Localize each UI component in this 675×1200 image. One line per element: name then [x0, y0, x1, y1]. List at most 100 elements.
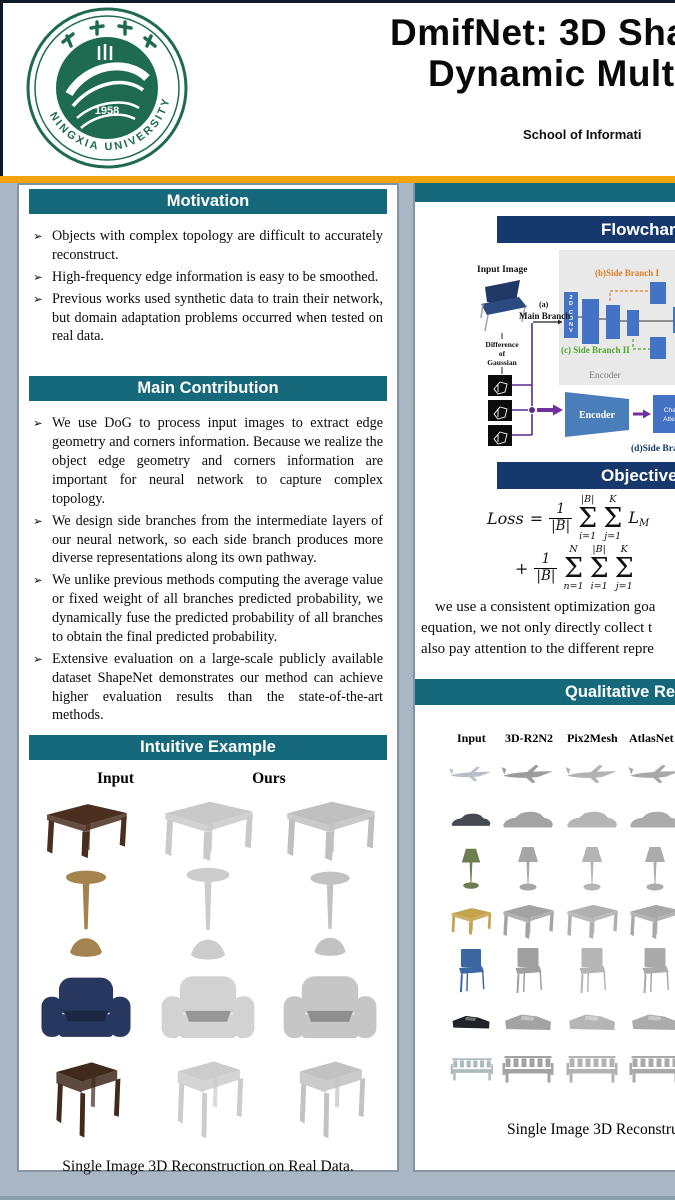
car-pred-image [627, 809, 675, 831]
example-column-labels: Input Ours [39, 770, 377, 788]
bullet-item: ➢ We use DoG to process input images to … [33, 414, 383, 508]
col-label-input: Input [457, 731, 486, 745]
motivation-bullets: ➢ Objects with complex topology are diff… [33, 227, 383, 346]
bullet-item: ➢ Objects with complex topology are diff… [33, 227, 383, 265]
example-row-pedestal [27, 864, 389, 966]
col-label-3dr2n2: 3D-R2N2 [505, 731, 553, 745]
input-image-label: Input Image [477, 265, 527, 275]
top-border [0, 0, 675, 3]
svg-text:V: V [569, 328, 573, 334]
sidetable-input-image [30, 1056, 142, 1144]
sum-upper: K [620, 544, 628, 555]
fraction: 1 |B| [534, 550, 558, 584]
conv-box [564, 292, 578, 338]
encoder-caption: Encoder [589, 371, 621, 381]
sidetable-ours-image [274, 1055, 386, 1145]
bottom-strip [0, 1196, 675, 1200]
qual-row-lamp [415, 843, 675, 895]
svg-text:O: O [569, 316, 574, 322]
airplane-pred-image [499, 762, 557, 786]
svg-text:2: 2 [569, 295, 572, 301]
right-column-panel: Flowchart (b)Side Branch I 2 D C O N V [413, 180, 675, 1172]
chair-input-image [449, 948, 493, 996]
bullet-arrow-icon: ➢ [33, 416, 43, 431]
svg-text:N: N [569, 322, 573, 328]
truck-input-image [449, 1011, 493, 1033]
bullet-text: Extensive evaluation on a large-scale pu… [52, 650, 383, 724]
conv-box-label: 2 D C O N V [569, 295, 574, 334]
denominator: |B| [534, 567, 558, 584]
numerator: 1 [541, 550, 551, 567]
motivation-header: Motivation [29, 189, 387, 214]
paragraph-line: equation, we not only directly collect t [421, 620, 653, 636]
example-header: Intuitive Example [29, 735, 387, 761]
poster-title-line1: DmifNet: 3D Sha [390, 12, 675, 53]
fraction: 1 |B| [549, 500, 573, 534]
sigma-icon: Σ [563, 552, 584, 584]
left-column-panel: Motivation ➢ Objects with complex topolo… [17, 183, 399, 1175]
bullet-arrow-icon: ➢ [33, 269, 43, 284]
chair-pred-image [499, 947, 557, 997]
encoder-blocks [582, 282, 675, 359]
truck-pred-image [563, 1009, 621, 1035]
sum-upper: N [569, 544, 578, 555]
sum-lower: n=1 [563, 580, 584, 592]
bench-pred-image [563, 1055, 621, 1085]
qualitative-header: Qualitative Res [415, 679, 675, 705]
equals: = [529, 508, 544, 528]
orange-divider-bar [0, 176, 675, 183]
bench-pred-image [499, 1055, 557, 1085]
sum-operator: K Σ j=1 [603, 495, 622, 541]
col-label-atlasnet: AtlasNet [629, 731, 674, 745]
table-input-image [449, 904, 493, 936]
bullet-text: High-frequency edge information is easy … [52, 268, 379, 285]
armchair-ours-image [274, 971, 386, 1047]
numerator: 1 [556, 500, 565, 517]
qual-row-table [415, 895, 675, 945]
loss-symbol: Loss [487, 508, 524, 528]
lamp-pred-image [499, 844, 557, 894]
sigma-icon: Σ [603, 502, 623, 534]
example-row-sidetable [27, 1052, 389, 1148]
encoder-trapezoid-label: Encoder [579, 410, 616, 421]
dog-label: Difference of Gaussian [485, 340, 519, 367]
side-branch2-path [632, 339, 650, 350]
sum-lower: i=1 [590, 580, 608, 592]
sigma-icon: Σ [589, 552, 609, 584]
bullet-text: We unlike previous methods computing the… [52, 572, 383, 645]
lamp-pred-image [563, 844, 621, 894]
plus-sign: + [515, 558, 529, 578]
sum-upper: |B| [592, 544, 606, 555]
svg-text:of: of [499, 349, 506, 358]
armchair-ours-image [152, 971, 264, 1047]
sum-lower: i=1 [579, 530, 597, 542]
car-input-image [449, 811, 493, 829]
svg-text:C: C [569, 310, 573, 316]
contribution-header: Main Contribution [29, 376, 387, 402]
paragraph-line: we use a consistent optimization goa [435, 599, 656, 615]
poster-title-line2: Dynamic Multi [428, 53, 675, 95]
svg-text:Attention: Attention [663, 416, 675, 423]
bullet-arrow-icon: ➢ [33, 291, 43, 306]
right-panel-teal-bar [415, 182, 675, 202]
denominator: |B| [549, 517, 573, 534]
bullet-text: We use DoG to process input images to ex… [52, 415, 383, 507]
loss-formula-line2: + 1 |B| N Σ n=1 |B| Σ i=1 K Σ j=1 [487, 545, 675, 591]
car-pred-image [563, 809, 621, 831]
sigma-icon: Σ [578, 502, 598, 534]
table-pred-image [499, 900, 557, 940]
sum-operator: |B| Σ i=1 [578, 495, 597, 541]
car-pred-image [499, 809, 557, 831]
bullet-arrow-icon: ➢ [33, 229, 43, 243]
lamp-pred-image [627, 844, 675, 894]
qual-row-chair [415, 945, 675, 999]
sum-operator: N Σ n=1 [563, 545, 583, 591]
bullet-arrow-icon: ➢ [33, 651, 43, 666]
truck-pred-image [627, 1009, 675, 1035]
arrowhead [643, 409, 651, 419]
pedestal-ours-image [152, 866, 264, 964]
bullet-text: Previous works used synthetic data to tr… [52, 290, 383, 345]
poster-title: DmifNet: 3D Sha Dynamic Multi [390, 12, 675, 95]
objective-header: Objective F [497, 462, 675, 489]
bullet-arrow-icon: ➢ [33, 513, 43, 528]
